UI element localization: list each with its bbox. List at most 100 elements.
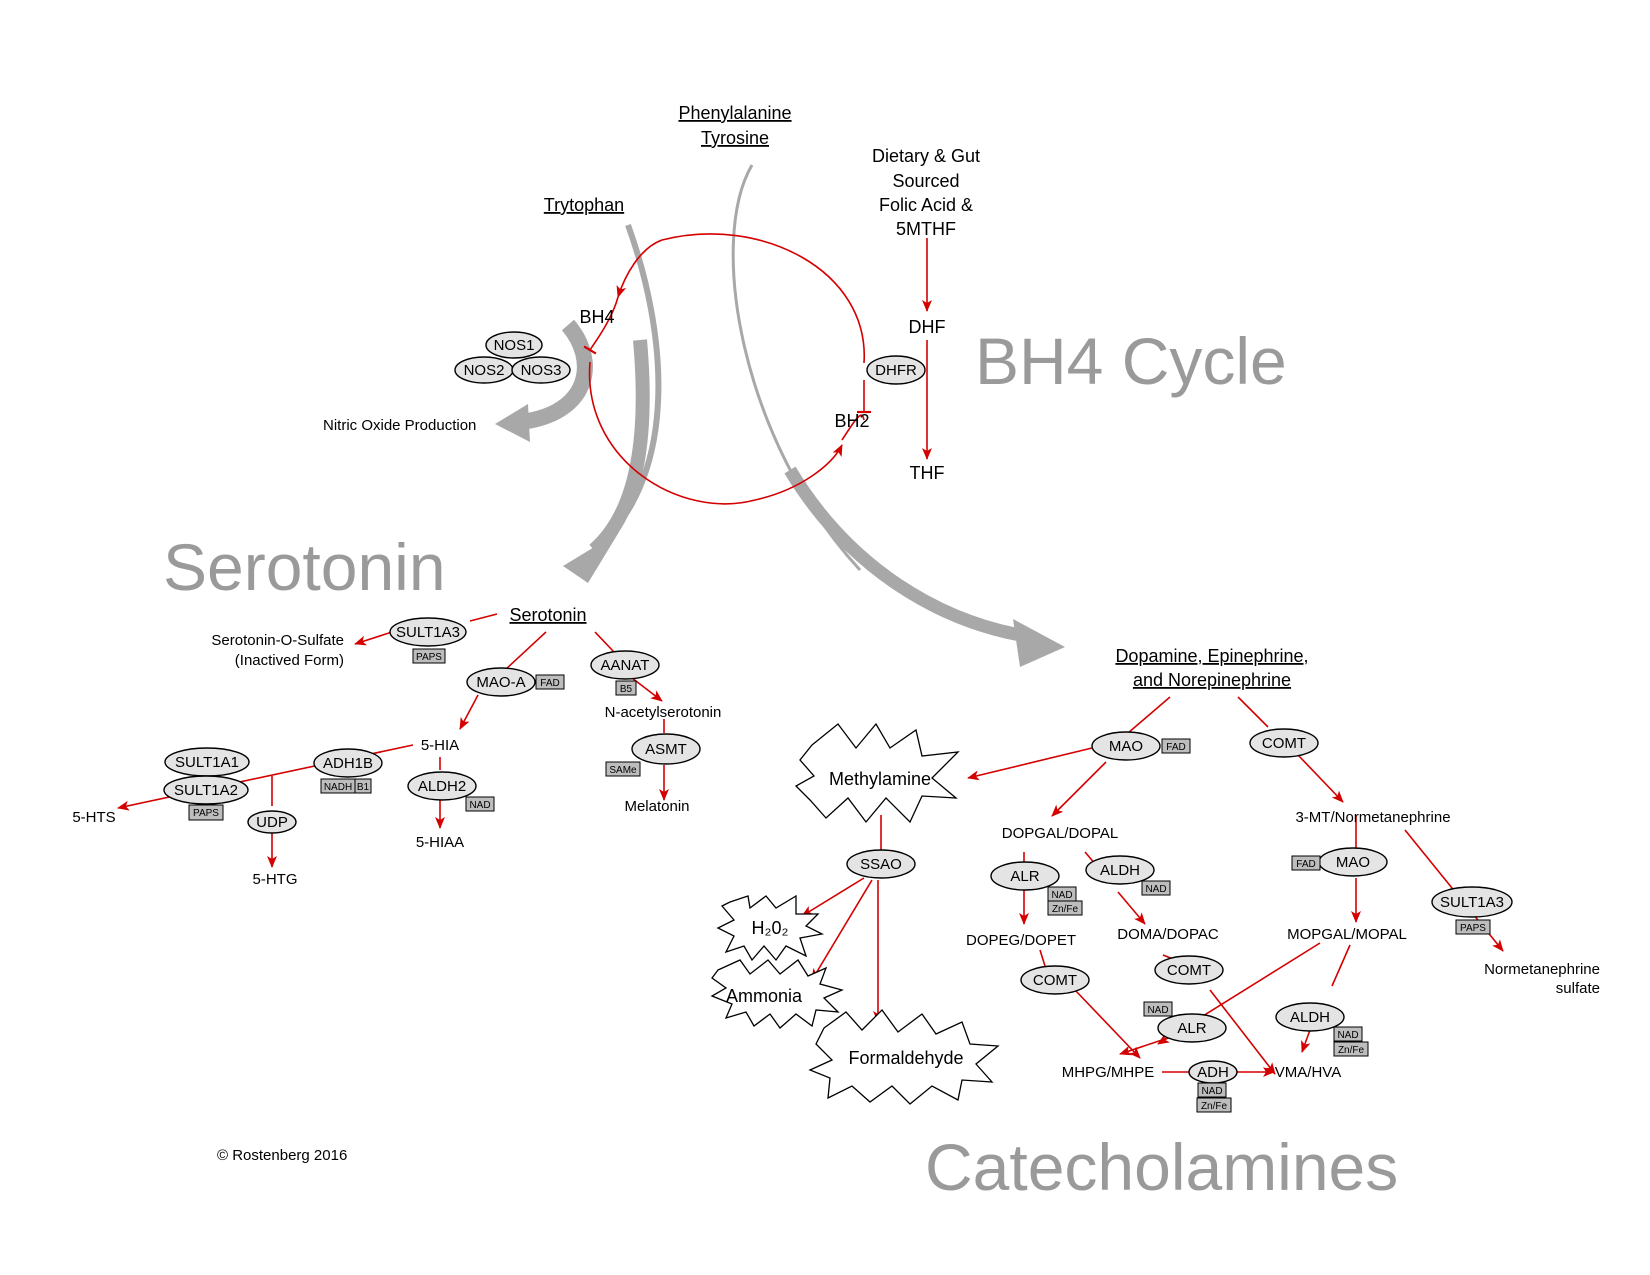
svg-text:Methylamine: Methylamine: [829, 769, 931, 789]
enzyme-sult1a1: SULT1A1: [164, 747, 250, 777]
cofactor-fad-a: FAD: [535, 674, 565, 690]
enzyme-nos3: NOS3: [511, 356, 571, 384]
svg-text:AANAT: AANAT: [601, 657, 650, 674]
svg-text:NADH: NADH: [324, 782, 352, 793]
5-htg-label: 5-HTG: [253, 871, 298, 888]
bh4-label: BH4: [579, 307, 614, 327]
tyrosine-flow-arrow: [731, 164, 862, 572]
svg-text:SSAO: SSAO: [860, 856, 902, 873]
enzyme-dhfr: DHFR: [866, 355, 926, 385]
tyrosine-label: Tyrosine: [701, 128, 769, 148]
svg-text:ALR: ALR: [1177, 1020, 1206, 1037]
enzyme-aldh-b: ALDH: [1275, 1002, 1345, 1032]
svg-text:NOS3: NOS3: [521, 362, 562, 379]
svg-text:Zn/Fe: Zn/Fe: [1052, 904, 1079, 915]
svg-text:B5: B5: [620, 684, 633, 695]
nitric-oxide-label: Nitric Oxide Production: [323, 417, 476, 434]
svg-text:SAMe: SAMe: [609, 765, 637, 776]
svg-text:NAD: NAD: [1337, 1030, 1358, 1041]
cofactor-b1: B1: [354, 778, 372, 794]
svg-text:FAD: FAD: [1166, 742, 1185, 753]
ammonia-burst: Ammonia: [710, 959, 844, 1029]
svg-text:COMT: COMT: [1033, 972, 1077, 989]
svg-text:ALDH2: ALDH2: [418, 778, 466, 795]
enzyme-asmt: ASMT: [631, 733, 701, 765]
gray-flow-arrows: [495, 164, 1065, 667]
tryptophan-label: Trytophan: [544, 195, 624, 215]
svg-text:SULT1A3: SULT1A3: [396, 624, 460, 641]
dietary-folate-label-4: 5MTHF: [896, 219, 956, 239]
svg-text:ASMT: ASMT: [645, 741, 687, 758]
cofactor-nad-a: NAD: [465, 796, 495, 812]
cofactor-nad-b: NAD: [1047, 886, 1077, 902]
catecholamines-label-1: Dopamine, Epinephrine,: [1115, 646, 1308, 666]
svg-text:COMT: COMT: [1262, 735, 1306, 752]
enzyme-sult1a3-serotonin: SULT1A3: [389, 617, 467, 647]
svg-text:MAO-A: MAO-A: [476, 674, 525, 691]
svg-text:Ammonia: Ammonia: [726, 986, 803, 1006]
normetanephrine-sulfate-label-1: Normetanephrine: [1484, 961, 1600, 978]
cofactor-nad-d: NAD: [1143, 1001, 1173, 1017]
enzyme-nos1: NOS1: [485, 331, 543, 359]
svg-text:ALR: ALR: [1010, 868, 1039, 885]
enzyme-comt-catecholamine: COMT: [1249, 728, 1319, 758]
phenylalanine-label: Phenylalanine: [678, 103, 791, 123]
cofactor-nad-f: NAD: [1333, 1026, 1363, 1042]
svg-text:NOS1: NOS1: [494, 337, 535, 354]
catecholamines-section-title: Catecholamines: [925, 1130, 1398, 1204]
svg-text:NAD: NAD: [1145, 884, 1166, 895]
svg-text:NAD: NAD: [1201, 1086, 1222, 1097]
methylamine-burst: Methylamine: [794, 722, 960, 824]
enzyme-sult1a3-catecholamine: SULT1A3: [1431, 886, 1513, 918]
dietary-folate-label-2: Sourced: [892, 171, 959, 191]
svg-text:FAD: FAD: [1296, 859, 1315, 870]
bh2-label: BH2: [834, 411, 869, 431]
svg-text:COMT: COMT: [1167, 962, 1211, 979]
svg-text:MAO: MAO: [1336, 854, 1370, 871]
svg-text:NAD: NAD: [469, 800, 490, 811]
bh4-cycle-loop: [583, 233, 871, 505]
cofactor-fad-c: FAD: [1291, 855, 1321, 871]
melatonin-label: Melatonin: [624, 798, 689, 815]
svg-text:NAD: NAD: [1147, 1005, 1168, 1016]
5-hts-label: 5-HTS: [72, 809, 115, 826]
enzyme-adh: ADH: [1188, 1060, 1238, 1084]
3-mt-label: 3-MT/Normetanephrine: [1295, 809, 1450, 826]
svg-text:Formaldehyde: Formaldehyde: [848, 1048, 963, 1068]
copyright-notice: © Rostenberg 2016: [217, 1147, 347, 1164]
enzyme-sult1a2: SULT1A2: [163, 775, 249, 805]
svg-text:NOS2: NOS2: [464, 362, 505, 379]
5-hiaa-label: 5-HIAA: [416, 834, 464, 851]
cofactor-nad-e: NAD: [1197, 1082, 1227, 1098]
svg-text:ADH: ADH: [1197, 1064, 1229, 1081]
svg-text:SULT1A1: SULT1A1: [175, 754, 239, 771]
svg-text:H₂0₂: H₂0₂: [752, 918, 789, 938]
dopgal-label: DOPGAL/DOPAL: [1002, 825, 1118, 842]
enzyme-alr-a: ALR: [990, 861, 1060, 891]
svg-text:B1: B1: [357, 782, 370, 793]
enzyme-comt-b: COMT: [1020, 965, 1090, 995]
svg-text:DHFR: DHFR: [875, 362, 917, 379]
dietary-folate-label-1: Dietary & Gut: [872, 146, 980, 166]
cofactor-paps-b: PAPS: [188, 804, 224, 821]
svg-text:ALDH: ALDH: [1290, 1009, 1330, 1026]
cofactor-znfe-c: Zn/Fe: [1333, 1041, 1369, 1057]
cofactor-nadh: NADH: [320, 778, 356, 794]
cofactor-znfe-b: Zn/Fe: [1196, 1097, 1232, 1113]
svg-text:PAPS: PAPS: [416, 652, 442, 663]
svg-text:FAD: FAD: [540, 678, 559, 689]
enzyme-aanat: AANAT: [590, 650, 660, 680]
enzyme-aldh2: ALDH2: [407, 771, 477, 801]
mhpg-label: MHPG/MHPE: [1062, 1064, 1155, 1081]
serotonin-label: Serotonin: [509, 605, 586, 625]
enzyme-aldh-a: ALDH: [1085, 855, 1155, 885]
n-acetylserotonin-label: N-acetylserotonin: [605, 704, 722, 721]
svg-text:SULT1A3: SULT1A3: [1440, 894, 1504, 911]
cofactor-nad-c: NAD: [1141, 880, 1171, 896]
formaldehyde-burst: Formaldehyde: [808, 1009, 1000, 1105]
cofactor-paps-c: PAPS: [1455, 919, 1491, 935]
bh4-cycle-title: BH4 Cycle: [975, 324, 1287, 398]
dietary-folate-label-3: Folic Acid &: [879, 195, 973, 215]
5-hia-label: 5-HIA: [421, 737, 459, 754]
